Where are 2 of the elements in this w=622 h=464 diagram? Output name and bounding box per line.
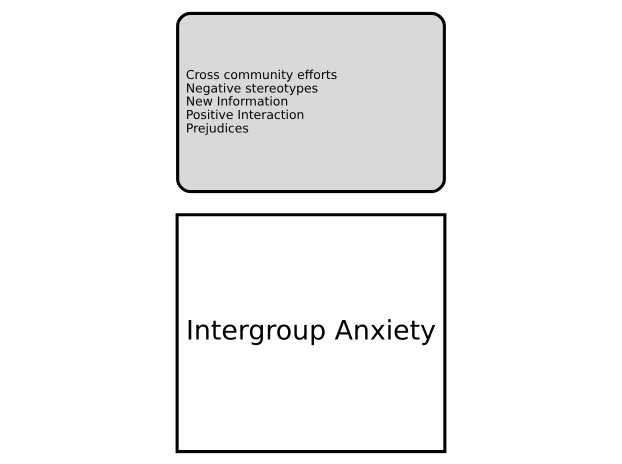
node-box: Cross community efforts Negative stereotypes New Information Positive Interaction Prejudices [176,11,446,193]
node-box: Intergroup Anxiety [176,212,446,453]
